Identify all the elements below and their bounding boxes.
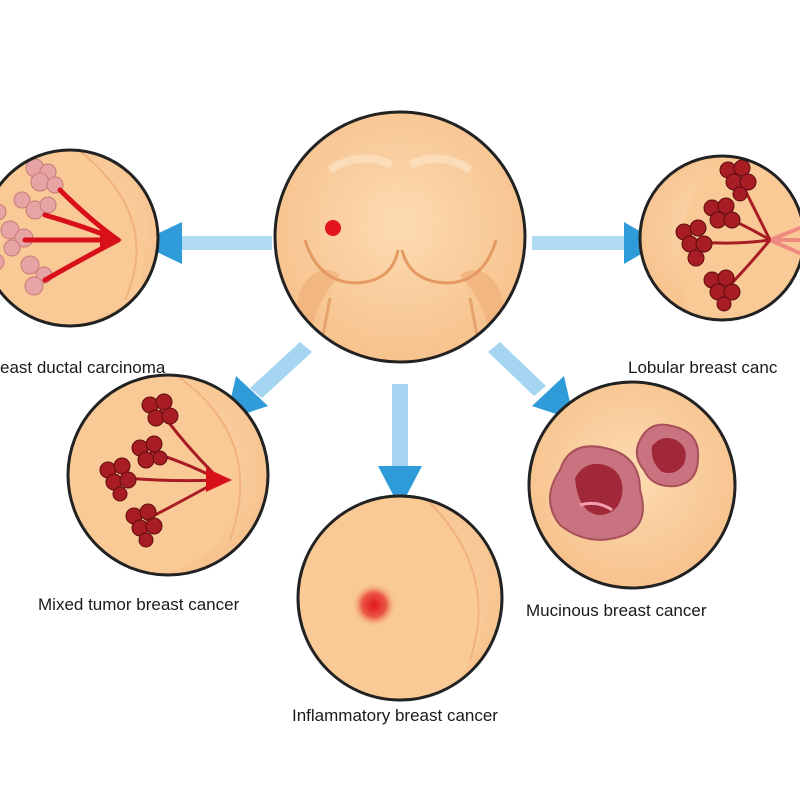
label-ductal: east ductal carcinoma [0, 358, 166, 377]
label-mucinous: Mucinous breast cancer [526, 601, 707, 620]
arrow-to-ductal [138, 222, 272, 264]
ductal-carcinoma-circle [0, 148, 160, 328]
mixed-tumor-circle [66, 373, 270, 577]
lobular-circle [638, 154, 800, 322]
label-inflammatory: Inflammatory breast cancer [292, 706, 498, 725]
inflammatory-circle [296, 494, 504, 702]
torso-circle [273, 110, 527, 364]
mucinous-circle [527, 380, 737, 590]
label-lobular: Lobular breast canc [628, 358, 778, 377]
tumor-marker [325, 220, 341, 236]
inflammation-spot [352, 583, 396, 627]
arrow-to-inflammatory [378, 384, 422, 508]
label-mixed: Mixed tumor breast cancer [38, 595, 240, 614]
